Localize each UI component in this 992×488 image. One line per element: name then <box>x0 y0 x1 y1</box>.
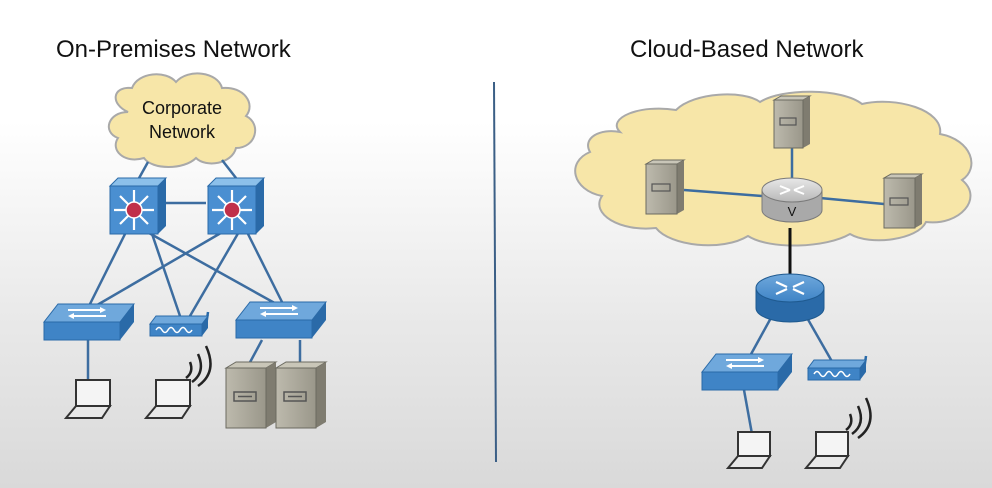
server-icon <box>882 173 924 229</box>
server-icon <box>224 361 278 429</box>
switch-icon <box>700 353 794 391</box>
server-icon <box>644 159 686 215</box>
wireless-signal-icon <box>185 345 212 388</box>
switch-icon <box>234 301 328 339</box>
corporate-network-label-line1: Corporate <box>141 98 223 118</box>
corporate-network-cloud <box>107 72 257 168</box>
corporate-network-label-line2: Network <box>148 122 215 142</box>
on-premises-title: On-Premises Network <box>56 36 291 63</box>
server-icon <box>772 95 812 149</box>
laptop-icon <box>63 379 112 419</box>
virtual-router-icon <box>761 177 823 223</box>
multilayer-switch-icon <box>206 177 266 235</box>
switch-icon <box>42 303 136 341</box>
laptop-icon <box>725 431 772 469</box>
wireless-signal-icon <box>845 397 872 440</box>
corporate-network-label: Corporate Network <box>122 96 242 144</box>
cloud-based-title: Cloud-Based Network <box>630 36 864 63</box>
server-icon <box>274 361 328 429</box>
section-divider <box>493 81 497 463</box>
wireless-access-point-icon <box>149 311 210 337</box>
multilayer-switch-icon <box>108 177 168 235</box>
laptop-icon <box>143 379 192 419</box>
virtual-router-label: V <box>788 204 797 219</box>
wireless-access-point-icon <box>807 355 868 381</box>
router-icon <box>755 273 825 323</box>
laptop-icon <box>803 431 850 469</box>
